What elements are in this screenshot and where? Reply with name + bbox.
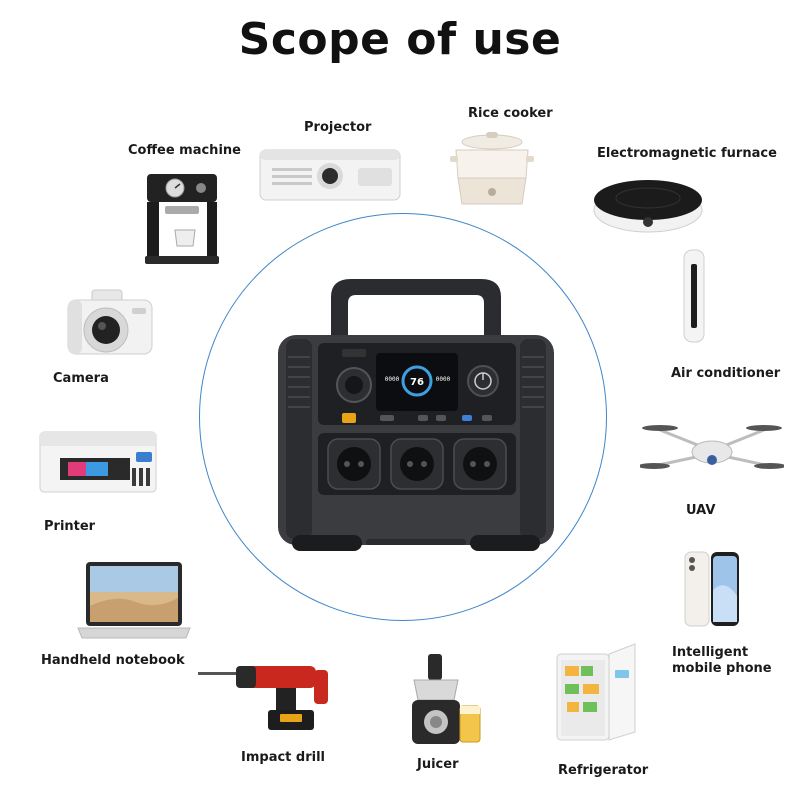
impact-drill-icon bbox=[196, 660, 334, 734]
air-conditioner-icon bbox=[682, 248, 706, 344]
label-air-conditioner: Air conditioner bbox=[671, 366, 781, 381]
label-printer: Printer bbox=[44, 519, 96, 534]
battery-percent-readout: 76 bbox=[410, 377, 424, 388]
label-impact-drill: Impact drill bbox=[241, 750, 325, 765]
juicer-icon bbox=[402, 652, 484, 748]
label-camera: Camera bbox=[53, 371, 109, 386]
label-uav: UAV bbox=[686, 503, 716, 518]
center-ring bbox=[199, 213, 607, 621]
rice-cooker-icon bbox=[446, 130, 538, 208]
label-projector: Projector bbox=[304, 120, 372, 135]
label-rice-cooker: Rice cooker bbox=[468, 106, 553, 121]
printer-icon bbox=[38, 428, 158, 496]
coffee-machine-icon bbox=[145, 172, 223, 266]
output-power-readout: 0000 bbox=[436, 376, 451, 383]
input-power-readout: 0000 bbox=[385, 376, 400, 383]
page-title: Scope of use bbox=[238, 14, 562, 65]
label-refrigerator: Refrigerator bbox=[558, 763, 649, 778]
induction-cooker-icon bbox=[590, 174, 706, 236]
laptop-icon bbox=[76, 560, 192, 642]
label-coffee-machine: Coffee machine bbox=[128, 143, 241, 158]
portable-power-station: 76 0000 0000 bbox=[276, 277, 556, 557]
projector-icon bbox=[258, 146, 404, 204]
smartphone-icon bbox=[683, 550, 741, 630]
label-intelligent-mobile-phone: Intelligent mobile phone bbox=[672, 645, 772, 676]
label-juicer: Juicer bbox=[417, 757, 459, 772]
label-handheld-notebook: Handheld notebook bbox=[41, 653, 185, 668]
refrigerator-icon bbox=[555, 640, 637, 744]
camera-icon bbox=[66, 288, 156, 360]
drone-icon bbox=[640, 416, 784, 482]
label-electromagnetic-furnace: Electromagnetic furnace bbox=[597, 146, 777, 161]
